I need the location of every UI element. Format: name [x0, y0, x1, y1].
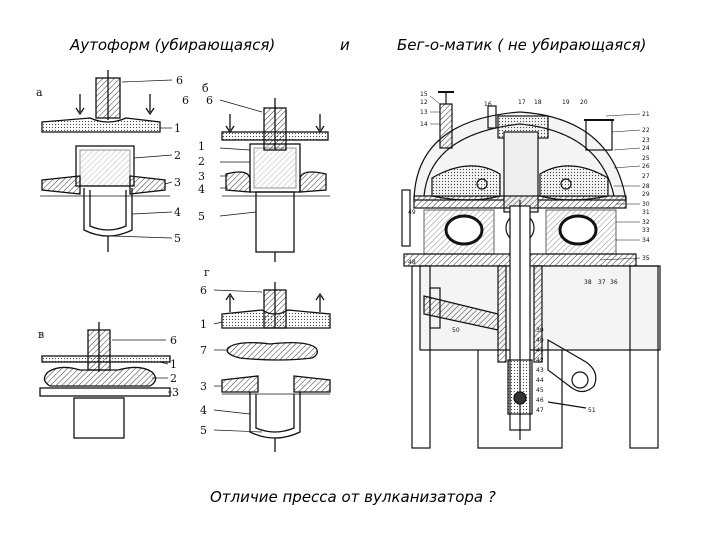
panel-b-letter: б: [202, 82, 209, 95]
callout-31: 31: [642, 209, 650, 216]
callout-29: 29: [642, 191, 650, 198]
callout-30: 30: [642, 201, 650, 208]
callout-16: 16: [484, 101, 492, 108]
panel-v-label-6: 6: [170, 334, 177, 347]
callout-12: 12: [420, 99, 428, 106]
panel-v-letter: в: [38, 328, 44, 341]
callout-24: 24: [642, 145, 650, 152]
callout-40: 40: [536, 337, 544, 344]
callout-17: 17: [518, 99, 526, 106]
panel-b-label-4: 4: [198, 183, 205, 196]
panel-b-label-3: 3: [198, 170, 205, 183]
bag-o-matic-drawing: [401, 91, 661, 449]
panel-g-label-1: 1: [200, 318, 207, 331]
callout-26: 26: [642, 163, 650, 170]
callout-27: 27: [642, 173, 650, 180]
panel-g-label-4: 4: [200, 404, 207, 417]
panel-g: г 6 1 7 3 4 5: [200, 266, 331, 452]
panel-b-label-6b: 6: [206, 94, 213, 107]
callout-22: 22: [642, 127, 650, 134]
callout-35: 35: [642, 255, 650, 262]
callout-13: 13: [420, 109, 428, 116]
callout-38: 38: [584, 279, 592, 286]
footer-question: Отличие пресса от вулканизатора ?: [210, 488, 496, 506]
callout-33: 33: [642, 227, 650, 234]
callout-46: 46: [536, 397, 544, 404]
panel-g-label-5: 5: [200, 424, 207, 437]
connector-word: и: [340, 36, 350, 54]
right-title: Бег-о-матик ( не убирающаяся): [397, 36, 647, 54]
callout-51: 51: [588, 407, 596, 414]
panel-v-label-3: 3: [172, 386, 179, 399]
panel-a-label-6: 6: [176, 74, 183, 87]
callout-25: 25: [642, 155, 650, 162]
callout-19: 19: [562, 99, 570, 106]
panel-a-label-2: 2: [174, 149, 181, 162]
callout-15: 15: [420, 91, 428, 98]
callout-21: 21: [642, 111, 650, 118]
callout-39: 39: [536, 327, 544, 334]
callout-43: 43: [536, 367, 544, 374]
callout-23: 23: [642, 137, 650, 144]
panel-v-label-1: 1: [170, 358, 177, 371]
panel-v: в 6 1 2 3: [38, 322, 179, 439]
callout-45: 45: [536, 387, 544, 394]
callout-37: 37: [598, 279, 606, 286]
panel-a: а 6 1 2 3 4 5: [36, 70, 183, 252]
panel-b-label-5: 5: [198, 210, 205, 223]
panel-a-letter: а: [36, 86, 43, 99]
panel-v-label-2: 2: [170, 372, 177, 385]
callout-36: 36: [610, 279, 618, 286]
panel-b-label-2: 2: [198, 155, 205, 168]
bag-o-matic-callouts: 15 12 13 14 16 17 18 19 20 21 22 23 24 2…: [408, 91, 650, 414]
callout-49: 49: [408, 209, 416, 216]
panel-g-label-3: 3: [200, 380, 207, 393]
panel-a-label-3: 3: [174, 176, 181, 189]
callout-50: 50: [452, 327, 460, 334]
callout-14: 14: [420, 121, 428, 128]
callout-41: 41: [536, 347, 544, 354]
panel-a-label-5: 5: [174, 232, 181, 245]
callout-44: 44: [536, 377, 544, 384]
callout-48: 48: [408, 259, 416, 266]
callout-42: 42: [536, 357, 544, 364]
callout-28: 28: [642, 183, 650, 190]
panel-g-label-6: 6: [200, 284, 207, 297]
panel-a-label-1: 1: [174, 122, 181, 135]
callout-32: 32: [642, 219, 650, 226]
panel-a-label-4: 4: [174, 206, 181, 219]
panel-g-label-7: 7: [200, 344, 207, 357]
left-title: Аутоформ (убирающаяся): [70, 36, 276, 54]
callout-47: 47: [536, 407, 544, 414]
callout-18: 18: [534, 99, 542, 106]
callout-34: 34: [642, 237, 650, 244]
panel-g-letter: г: [204, 266, 210, 279]
panel-b-label-6a: 6: [182, 94, 189, 107]
callout-20: 20: [580, 99, 588, 106]
panel-b: б 6 6 1 2 3 4 5: [182, 82, 330, 262]
panel-b-label-1: 1: [198, 140, 205, 153]
